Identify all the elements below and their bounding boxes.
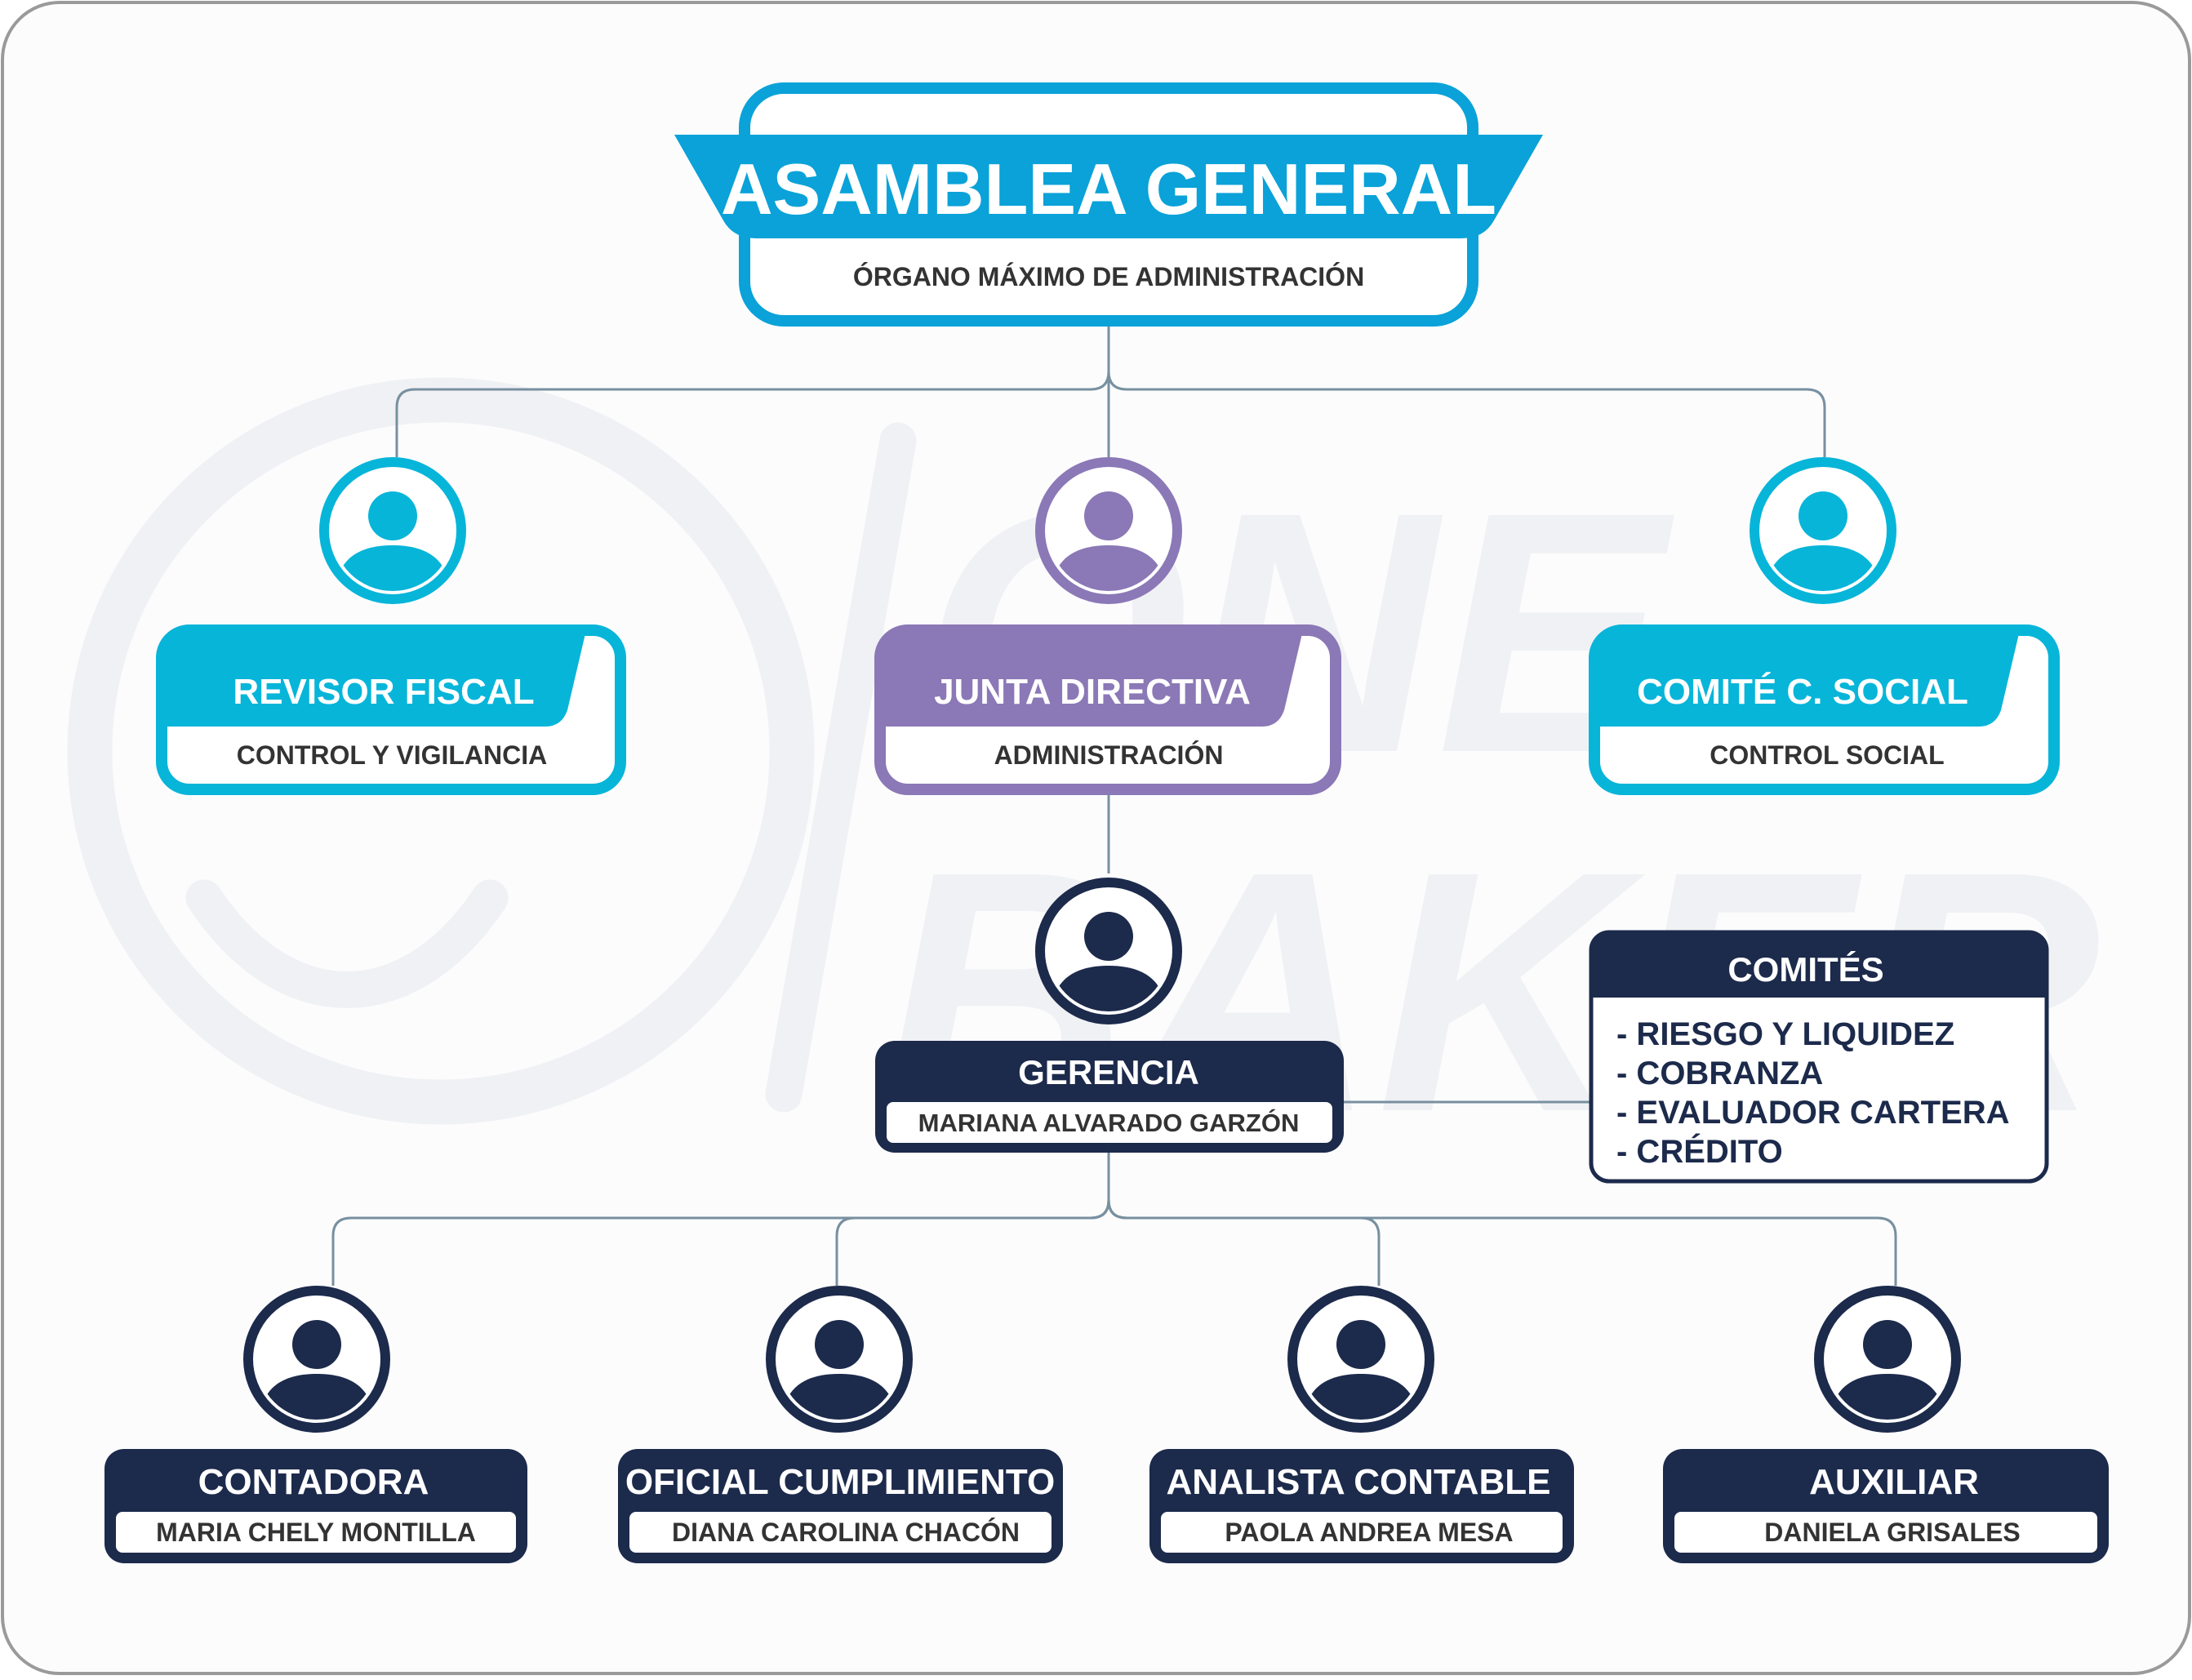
- revisor-title: REVISOR FISCAL: [233, 672, 534, 712]
- analista-title: ANALISTA CONTABLE: [1167, 1462, 1551, 1502]
- node-revisor-fiscal: REVISOR FISCAL CONTROL Y VIGILANCIA: [156, 624, 626, 795]
- user-avatar-icon: [1819, 1291, 1956, 1433]
- revisor-subtitle: CONTROL Y VIGILANCIA: [237, 740, 547, 770]
- node-auxiliar: AUXILIAR DANIELA GRISALES: [1663, 1449, 2109, 1563]
- comites-item: - CRÉDITO: [1616, 1133, 1783, 1170]
- node-comites: COMITÉS - RIESGO Y LIQUIDEZ - COBRANZA -…: [1589, 930, 2049, 1184]
- user-avatar-icon: [1040, 462, 1177, 604]
- user-avatar-icon: [248, 1291, 385, 1433]
- oficial-name: DIANA CAROLINA CHACÓN: [672, 1518, 1020, 1547]
- node-comite-social: COMITÉ C. SOCIAL CONTROL SOCIAL: [1589, 624, 2060, 795]
- gerencia-title: GERENCIA: [1018, 1053, 1199, 1091]
- asamblea-title: ASAMBLEA GENERAL: [721, 149, 1496, 229]
- gerencia-name: MARIANA ALVARADO GARZÓN: [918, 1108, 1300, 1137]
- node-junta-directiva: JUNTA DIRECTIVA ADMINISTRACIÓN: [874, 624, 1341, 795]
- comite-social-title: COMITÉ C. SOCIAL: [1637, 671, 1968, 712]
- node-oficial-cumplimiento: OFICIAL CUMPLIMIENTO DIANA CAROLINA CHAC…: [618, 1449, 1063, 1563]
- node-asamblea-general: ASAMBLEA GENERAL ÓRGANO MÁXIMO DE ADMINI…: [674, 82, 1543, 327]
- comites-item: - EVALUADOR CARTERA: [1616, 1095, 2009, 1131]
- analista-name: PAOLA ANDREA MESA: [1225, 1518, 1513, 1547]
- contadora-title: CONTADORA: [198, 1462, 429, 1502]
- comite-social-subtitle: CONTROL SOCIAL: [1710, 740, 1944, 770]
- junta-title: JUNTA DIRECTIVA: [934, 672, 1251, 712]
- node-gerencia: GERENCIA MARIANA ALVARADO GARZÓN: [875, 1041, 1344, 1153]
- comites-item: - RIESGO Y LIQUIDEZ: [1616, 1016, 1954, 1052]
- junta-subtitle: ADMINISTRACIÓN: [994, 740, 1224, 770]
- user-avatar-icon: [1754, 462, 1892, 604]
- comites-item: - COBRANZA: [1616, 1056, 1823, 1091]
- user-avatar-icon: [1292, 1291, 1429, 1433]
- oficial-title: OFICIAL CUMPLIMIENTO: [625, 1462, 1055, 1502]
- user-avatar-icon: [771, 1291, 908, 1433]
- contadora-name: MARIA CHELY MONTILLA: [156, 1518, 476, 1547]
- auxiliar-title: AUXILIAR: [1809, 1462, 1979, 1502]
- asamblea-subtitle: ÓRGANO MÁXIMO DE ADMINISTRACIÓN: [853, 262, 1364, 291]
- auxiliar-name: DANIELA GRISALES: [1764, 1518, 2021, 1547]
- node-contadora: CONTADORA MARIA CHELY MONTILLA: [104, 1449, 527, 1563]
- connectors: [331, 327, 1897, 1286]
- user-avatar-icon: [324, 462, 461, 604]
- user-avatar-icon: [1040, 882, 1177, 1024]
- comites-title: COMITÉS: [1727, 950, 1883, 989]
- node-analista-contable: ANALISTA CONTABLE PAOLA ANDREA MESA: [1149, 1449, 1574, 1563]
